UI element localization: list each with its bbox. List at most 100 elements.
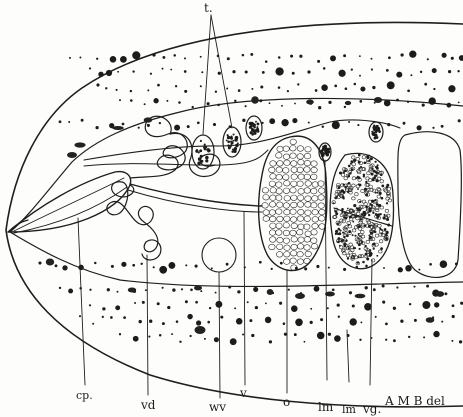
vitelline-granule [353, 159, 356, 162]
granule [250, 53, 253, 56]
ovary-cell [284, 245, 290, 251]
granule [328, 101, 331, 104]
granule [159, 334, 162, 337]
granule [288, 289, 290, 291]
granule [209, 307, 211, 309]
granule [356, 266, 359, 269]
granule [153, 266, 155, 268]
ovary-cell [298, 174, 304, 180]
vitelline-granule [371, 173, 374, 176]
ovary-cell [270, 216, 276, 222]
ovary-cell [304, 153, 310, 159]
ovary-cell [276, 195, 282, 201]
granule [96, 83, 99, 86]
granule [159, 122, 161, 124]
calcareous-body [267, 289, 274, 295]
granule [168, 262, 175, 269]
granule [287, 90, 289, 92]
granule [283, 322, 286, 325]
vitelline-granule [375, 175, 377, 177]
vitelline-granule [376, 255, 378, 257]
granule [360, 321, 362, 323]
ovary-cell [276, 182, 282, 188]
vitelline-granule [349, 216, 352, 219]
ovary-cell [283, 223, 289, 229]
testis-cell [253, 132, 256, 135]
calcareous-body [128, 288, 136, 293]
vitelline-cell [380, 180, 384, 183]
granule [173, 54, 176, 57]
testis-cell [200, 140, 202, 142]
granule [115, 305, 120, 310]
vitelline-granule [368, 225, 371, 228]
ovary-cell [277, 244, 283, 250]
vitelline-cell [375, 209, 379, 212]
vitelline-cell [366, 240, 370, 243]
granule [130, 99, 133, 102]
granule [310, 308, 312, 310]
label-lm-2: lm [342, 403, 357, 416]
granule [242, 333, 244, 335]
vitelline-granule [377, 192, 379, 194]
granule [418, 269, 420, 271]
ovary-cell [312, 209, 318, 215]
granule [364, 303, 372, 311]
vitelline-granule [359, 248, 361, 250]
granule [334, 85, 337, 88]
granule [359, 100, 362, 103]
granule [62, 265, 67, 270]
vitelline-granule [372, 211, 374, 213]
vitelline-granule [380, 247, 383, 250]
label-signature: A M B del [384, 394, 445, 408]
granule [166, 100, 168, 102]
vitelline-granule [368, 160, 370, 162]
granule [132, 51, 140, 59]
granule [348, 121, 350, 123]
ovary-cell [277, 237, 283, 243]
ovary-cell [297, 181, 303, 187]
calcareous-body [374, 97, 382, 103]
granule [242, 119, 245, 122]
calcareous-body [345, 101, 351, 105]
granule [139, 320, 142, 323]
testis-cell [200, 155, 202, 157]
ovary-cell [284, 160, 290, 166]
ovary-cell [304, 258, 310, 264]
label-vg: vg. [362, 402, 381, 416]
ovary-cell [312, 182, 318, 188]
ovary-cell [291, 251, 297, 257]
ovary-cell [276, 174, 282, 180]
vitelline-granule [365, 253, 368, 256]
vitelline-granule [381, 185, 384, 188]
testis-cell [198, 151, 200, 153]
granule [295, 319, 303, 327]
granule [132, 70, 134, 72]
granule [441, 125, 444, 128]
testis-cell [232, 140, 234, 142]
ovary-cell [304, 216, 310, 222]
calcareous-body [194, 286, 202, 291]
granule [230, 338, 237, 345]
granule [384, 100, 391, 107]
vitelline-cell [369, 185, 373, 188]
granule [359, 339, 361, 341]
granule [157, 84, 160, 87]
ovary-cell [276, 153, 282, 159]
vitelline-granule [386, 231, 389, 234]
granule [227, 57, 230, 60]
vitelline-granule [360, 166, 362, 168]
granule [427, 58, 429, 60]
vitelline-granule [353, 204, 356, 207]
granule [234, 100, 236, 102]
testis-cell [226, 139, 228, 141]
ovary-cell [298, 209, 304, 215]
vitelline-cell [375, 234, 379, 237]
testis-cell [198, 158, 200, 160]
granule [123, 316, 126, 319]
granule [215, 292, 217, 294]
calcareous-body [306, 100, 314, 105]
vitelline-cell [377, 188, 381, 191]
vitelline-granule [378, 204, 381, 207]
granule [344, 106, 346, 108]
vitelline-granule [380, 233, 382, 235]
